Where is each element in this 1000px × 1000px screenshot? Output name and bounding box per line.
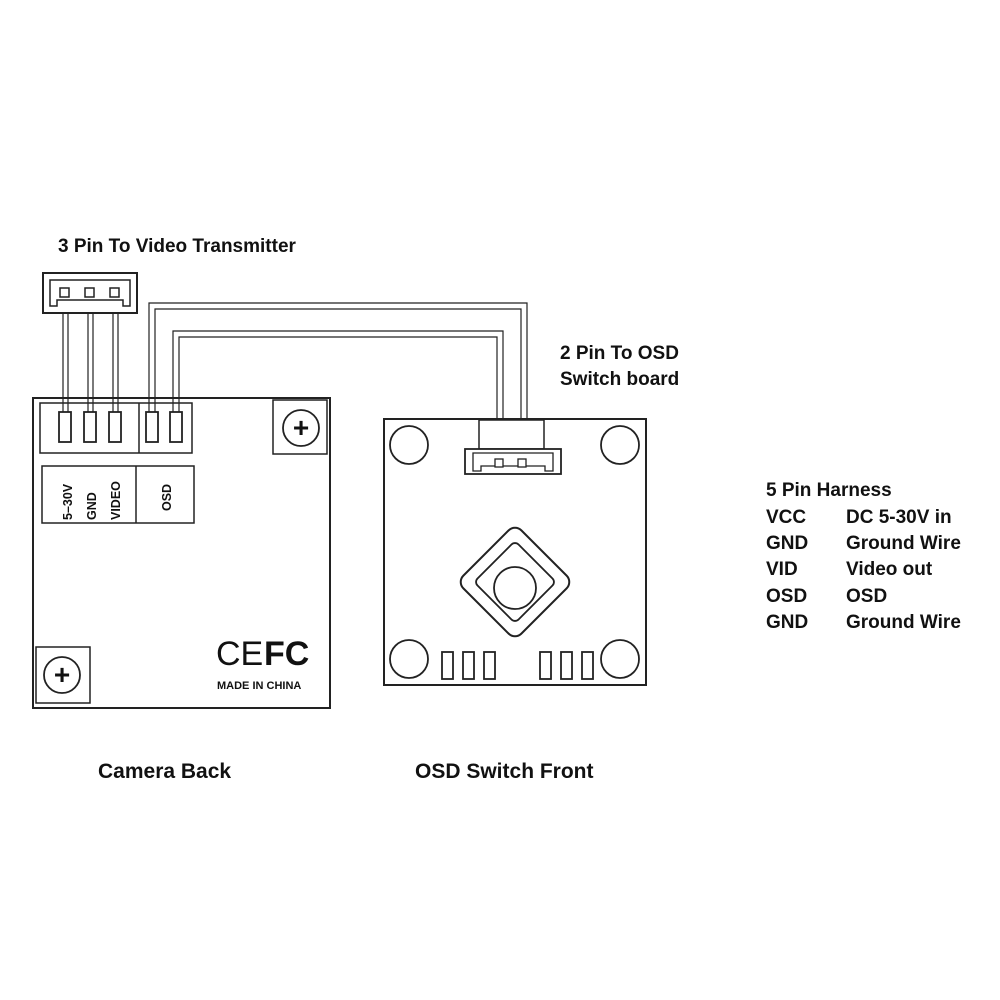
harness-pin: GND xyxy=(766,612,808,633)
solder-pads xyxy=(441,651,594,680)
pin-label-video: VIDEO xyxy=(109,481,123,520)
joystick-icon xyxy=(459,526,571,638)
plus-icon: + xyxy=(293,412,309,443)
pin-label-power: 5–30V xyxy=(61,483,75,520)
pin-slot xyxy=(108,411,122,443)
pin-label-box xyxy=(41,465,195,524)
harness-pin: VCC xyxy=(766,507,806,528)
harness-title: 5 Pin Harness xyxy=(766,480,892,501)
pin-label-gnd: GND xyxy=(85,492,99,520)
plus-icon: + xyxy=(54,659,70,690)
mount-hole-icon xyxy=(389,639,429,679)
mount-hole-icon xyxy=(389,425,429,465)
pin-square xyxy=(59,287,70,298)
pin-header-housing xyxy=(39,402,193,454)
osd-switch-front-caption: OSD Switch Front xyxy=(415,760,594,783)
harness-pin: VID xyxy=(766,559,798,580)
osd-wires xyxy=(148,302,528,452)
mount-hole-icon xyxy=(600,639,640,679)
pin-slot xyxy=(145,411,159,443)
pin-slot xyxy=(169,411,183,443)
made-in-label: MADE IN CHINA xyxy=(217,680,301,692)
osd-connector-label-line2: Switch board xyxy=(560,369,679,390)
fc-mark: FC xyxy=(264,635,309,673)
camera-back-caption: Camera Back xyxy=(98,760,231,783)
two-pin-connector xyxy=(464,419,562,475)
harness-desc: OSD xyxy=(846,586,887,607)
pin-slot xyxy=(58,411,72,443)
pin-square xyxy=(517,458,527,468)
osd-switch-board xyxy=(383,418,647,686)
harness-desc: Ground Wire xyxy=(846,612,961,633)
ce-mark: CE xyxy=(216,635,263,673)
harness-table: 5 Pin Harness VCC DC 5-30V in GND Ground… xyxy=(766,480,961,633)
three-pin-connector xyxy=(42,272,138,314)
mount-hole-icon xyxy=(43,656,81,694)
video-connector-label: 3 Pin To Video Transmitter xyxy=(58,236,297,257)
mount-hole-icon xyxy=(600,425,640,465)
harness-desc: Ground Wire xyxy=(846,533,961,554)
camera-board: 5–30V GND VIDEO OSD + + CE FC MADE IN CH… xyxy=(32,397,331,709)
pin-square xyxy=(494,458,504,468)
harness-pin: OSD xyxy=(766,586,807,607)
harness-desc: Video out xyxy=(846,559,933,580)
pin-label-osd: OSD xyxy=(160,484,174,511)
osd-connector-label-line1: 2 Pin To OSD xyxy=(560,343,679,364)
mount-hole-icon xyxy=(282,409,320,447)
harness-pin: GND xyxy=(766,533,808,554)
harness-desc: DC 5-30V in xyxy=(846,507,952,528)
pin-slot xyxy=(83,411,97,443)
video-wires xyxy=(62,313,119,412)
pin-square xyxy=(109,287,120,298)
pin-square xyxy=(84,287,95,298)
